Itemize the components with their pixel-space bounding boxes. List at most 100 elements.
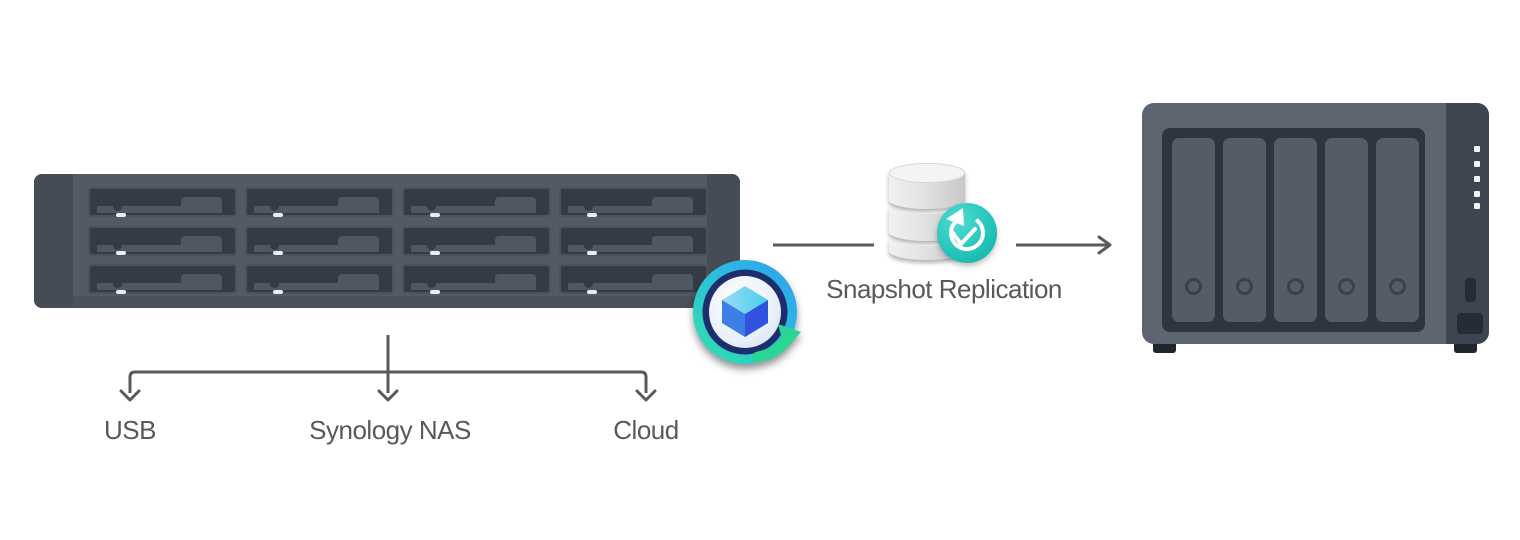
tray-handle [97, 206, 220, 213]
rackmount-nas [34, 174, 740, 308]
tray-notch [270, 240, 279, 250]
tower-side-strip [1446, 103, 1489, 344]
drive-tray [245, 187, 394, 217]
status-led [1474, 191, 1480, 197]
tower-foot-right [1454, 344, 1477, 353]
clock-hands [951, 227, 977, 246]
arrow-head-synology-nas [377, 389, 399, 402]
drive-led [587, 289, 597, 294]
tray-notch [270, 202, 279, 211]
drive-led [116, 289, 126, 294]
clock-restore-badge-icon [936, 202, 998, 264]
tray-latch [652, 197, 693, 213]
tray-handle [254, 244, 377, 252]
tray-notch [427, 240, 436, 250]
power-button [1457, 313, 1483, 334]
tray-handle [411, 283, 534, 290]
tray-handle [568, 244, 691, 252]
drive-led [430, 289, 440, 294]
tray-handle [568, 283, 691, 290]
nas-drive-tray [1325, 138, 1368, 322]
tray-latch [495, 274, 536, 290]
clock-ring [949, 215, 985, 251]
drive-tray [88, 187, 237, 217]
tray-lock-icon [1185, 278, 1202, 295]
tower-foot-left [1153, 344, 1176, 353]
tray-notch [113, 279, 122, 288]
tray-notch [113, 202, 122, 211]
tray-notch [584, 240, 593, 250]
drive-tray [402, 225, 551, 256]
desktop-nas [1142, 103, 1489, 344]
tray-handle [254, 206, 377, 213]
tray-handle [254, 283, 377, 290]
tray-handle [568, 206, 691, 213]
tray-latch [181, 235, 222, 252]
status-led [1474, 161, 1480, 167]
drive-tray [402, 187, 551, 217]
snapshot-replication-app-icon [689, 256, 801, 368]
drive-tray [559, 264, 708, 294]
arrow-head-usb [119, 389, 141, 402]
tray-latch [338, 197, 379, 213]
rack-left-cap [34, 174, 73, 308]
drive-tray [245, 264, 394, 294]
status-led [1474, 146, 1480, 152]
tray-latch [495, 197, 536, 213]
cube-icon [722, 286, 768, 337]
arrow-replication-head [1097, 235, 1112, 255]
cylinder-top [889, 163, 965, 183]
drive-led [430, 212, 440, 217]
tray-notch [113, 240, 122, 250]
tray-lock-icon [1338, 278, 1355, 295]
usb-port [1465, 278, 1476, 302]
drive-tray [245, 225, 394, 256]
drive-led [587, 212, 597, 217]
tower-drive-panel [1162, 128, 1425, 332]
tray-lock-icon [1236, 278, 1253, 295]
usb-label: USB [104, 415, 156, 445]
tray-latch [495, 235, 536, 252]
nas-drive-tray [1274, 138, 1317, 322]
tray-handle [97, 283, 220, 290]
tray-latch [652, 235, 693, 252]
tray-notch [584, 202, 593, 211]
tray-latch [338, 235, 379, 252]
drive-led [273, 212, 283, 217]
tray-latch [181, 274, 222, 290]
drive-tray [88, 264, 237, 294]
tray-notch [270, 279, 279, 288]
green-sync-arrow-icon [752, 324, 801, 363]
tray-notch [584, 279, 593, 288]
drive-led [116, 251, 126, 255]
drive-led [273, 289, 283, 294]
tray-lock-icon [1287, 278, 1304, 295]
tray-latch [338, 274, 379, 290]
cloud-label: Cloud [613, 415, 679, 445]
tray-handle [411, 206, 534, 213]
tray-latch [181, 197, 222, 213]
nas-drive-tray [1172, 138, 1215, 322]
drive-led [116, 212, 126, 217]
drive-led [587, 251, 597, 255]
drive-tray [88, 225, 237, 256]
drive-tray [402, 264, 551, 294]
tray-latch [652, 274, 693, 290]
status-led [1474, 176, 1480, 182]
arrow-head-cloud [635, 389, 657, 402]
tray-notch [427, 202, 436, 211]
drive-led [430, 251, 440, 255]
rack-bottom-strip [73, 296, 707, 308]
nas-drive-tray [1223, 138, 1266, 322]
status-led [1474, 203, 1480, 209]
tray-lock-icon [1389, 278, 1406, 295]
clock-arrowhead [946, 208, 964, 226]
drive-tray [559, 187, 708, 217]
synology-nas-label: Synology NAS [309, 415, 471, 445]
snapshot-replication-label: Snapshot Replication [826, 274, 1062, 304]
tray-notch [427, 279, 436, 288]
drive-led [273, 251, 283, 255]
nas-drive-tray [1376, 138, 1419, 322]
